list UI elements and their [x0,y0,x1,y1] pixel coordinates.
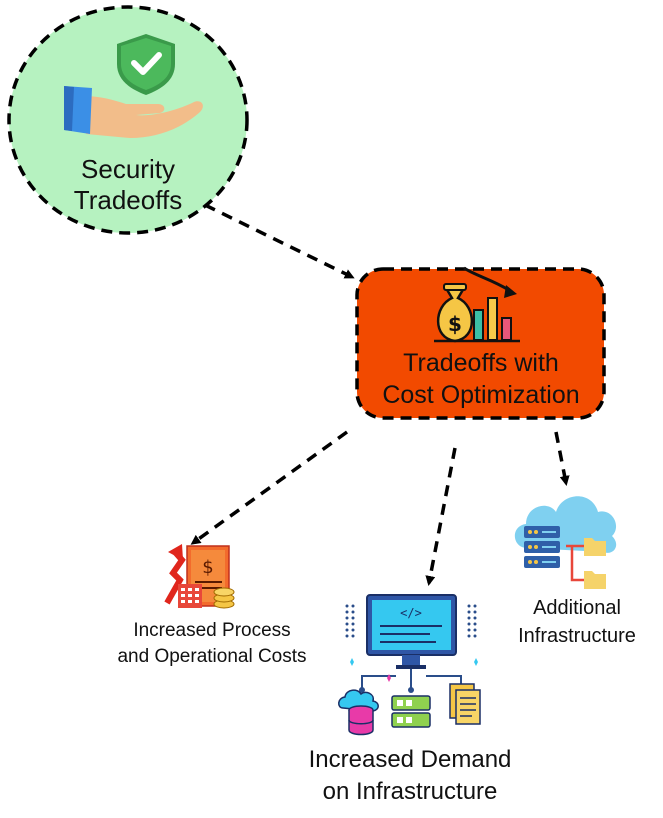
demand-label-line1: Increased Demand [308,746,512,773]
cost-node [355,267,606,420]
edge-security-to-cost [204,203,355,279]
shield-hand-icon [64,34,203,138]
cost-label: Tradeoffs with Cost Optimization [350,347,612,411]
cloud-server-icon [514,496,617,589]
security-label-line2: Tradeoffs [73,185,183,215]
additional-label: Additional Infrastructure [497,594,657,650]
svg-text:$: $ [448,312,462,336]
edge-cost-to-process [190,430,349,545]
demand-label-line2: on Infrastructure [322,778,498,805]
svg-text:</>: </> [400,606,422,620]
process-label-line1: Increased Process [133,620,291,641]
rising-cost-document-icon: $ [164,544,235,609]
cost-label-line2: Cost Optimization [382,381,580,409]
monitor-infrastructure-icon: </> [338,594,481,736]
edge-cost-to-additional [554,431,570,486]
edges [190,203,570,586]
process-label: Increased Process and Operational Costs [95,618,329,670]
cost-label-line1: Tradeoffs with [403,349,559,377]
security-label: Security Tradeoffs [28,154,228,216]
edge-cost-to-demand [425,447,457,586]
additional-label-line1: Additional [533,597,621,619]
demand-label: Increased Demand on Infrastructure [280,744,540,808]
money-bag-chart-icon: $ [434,266,520,343]
security-label-line1: Security [81,154,175,184]
svg-text:$: $ [202,557,213,578]
process-label-line2: and Operational Costs [117,646,307,667]
additional-label-line2: Infrastructure [518,625,636,647]
